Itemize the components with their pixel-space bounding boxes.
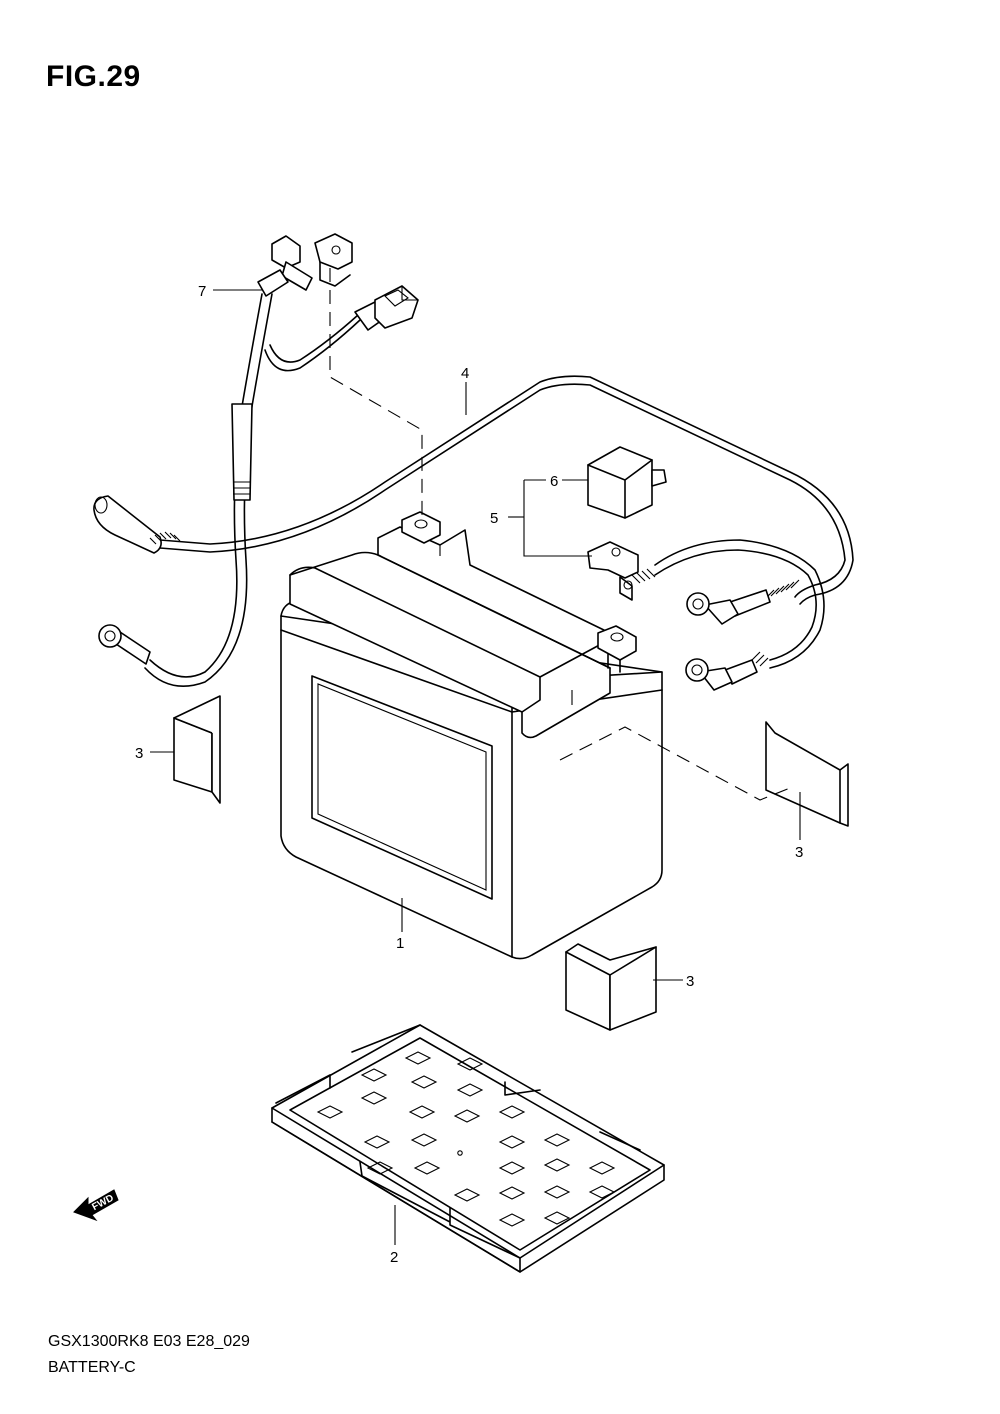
section-name: BATTERY-C [48,1359,136,1376]
ground-cable[interactable] [98,233,419,688]
callout-4: 4 [461,365,469,382]
callout-7: 7 [198,283,206,300]
callout-3-right: 3 [795,844,803,861]
callout-3-left: 3 [135,745,143,762]
leader-lines [150,289,801,1245]
figure-title: FIG.29 [46,60,141,93]
pad-right[interactable] [765,721,849,827]
callout-5: 5 [490,510,498,527]
fwd-label: FWD [90,1193,115,1213]
callout-6: 6 [550,473,558,490]
dashed-guides [329,268,791,801]
pad-left[interactable] [173,695,221,804]
callout-3-bottom: 3 [686,973,694,990]
battery[interactable] [280,511,663,960]
cable-short[interactable] [587,539,825,691]
pad-bottom[interactable] [565,943,657,1031]
callout-2: 2 [390,1249,398,1266]
terminal-cap[interactable] [587,446,667,519]
cable-long[interactable] [93,375,854,625]
tray-vent-slots [316,1051,616,1227]
model-code: GSX1300RK8 E03 E28_029 [48,1333,250,1350]
forward-direction-arrow: FWD [73,1189,119,1222]
battery-tray[interactable] [271,1024,665,1273]
callout-1: 1 [396,935,404,952]
